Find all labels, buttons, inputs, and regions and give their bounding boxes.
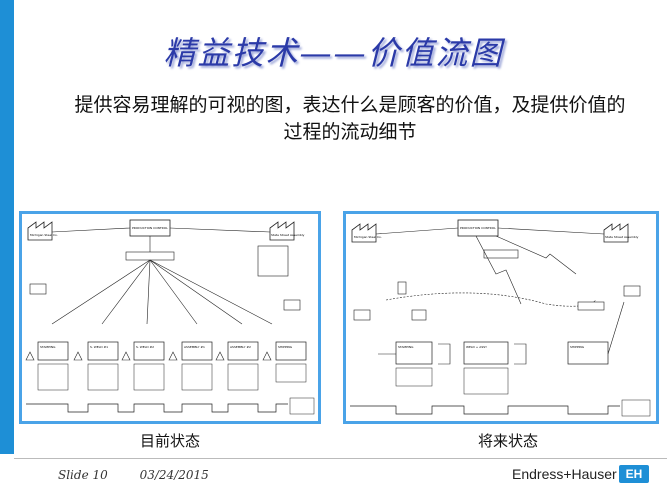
slide-subtitle: 提供容易理解的可视的图，表达什么是顾客的价值，及提供价值的过程的流动细节	[74, 94, 626, 143]
current-state-caption: 目前状态	[139, 432, 200, 450]
footer-divider	[14, 458, 667, 459]
future-state-map: Michigan Steel Co. PRODUCTION CONTROL St…	[343, 211, 659, 424]
supplier-label: Michigan Steel Co.	[354, 235, 382, 239]
production-control-label: PRODUCTION CONTROL	[132, 226, 168, 230]
footer-info: Slide 10 03/24/2015	[58, 468, 237, 482]
process-label: SHIPPING	[570, 345, 585, 349]
process-label: ASSEMBLY #2	[230, 345, 251, 349]
leveling-box-icon	[577, 301, 605, 311]
current-state-map: Michigan Steel Co. PRODUCTION CONTROL St…	[19, 211, 321, 424]
process-label: ASSEMBLY #1	[184, 345, 205, 349]
process-label: SHIPPING	[278, 345, 293, 349]
timeline	[26, 403, 288, 413]
truck-icon	[29, 283, 47, 295]
customer-factory-icon: State Street Assembly	[269, 221, 305, 241]
customer-label: State Street Assembly	[605, 235, 639, 239]
slide-number: Slide 10	[58, 468, 108, 482]
truck-icon	[623, 285, 641, 297]
future-process-row: STAMPING WELD + ASSY SHIPPING	[395, 341, 609, 365]
kanban-post-icon	[397, 281, 407, 295]
brand-name: Endress+Hauser	[512, 466, 617, 482]
process-label: S. WELD #2	[136, 345, 154, 349]
slide-date: 03/24/2015	[139, 468, 209, 482]
production-control-box: PRODUCTION CONTROL	[129, 219, 171, 237]
production-control-label: PRODUCTION CONTROL	[460, 226, 496, 230]
left-accent-bar	[0, 0, 14, 454]
current-process-row: STAMPING S. WELD #1 S. WELD #2 ASSEMBLY …	[37, 341, 307, 361]
process-label: S. WELD #1	[90, 345, 108, 349]
supermarket-icon	[411, 309, 427, 321]
truck-icon	[353, 309, 371, 321]
future-state-diagram: Michigan Steel Co. PRODUCTION CONTROL St…	[350, 219, 651, 417]
supplier-factory-icon: Michigan Steel Co.	[27, 221, 58, 241]
process-label: STAMPING	[398, 345, 414, 349]
process-label: WELD + ASSY	[466, 345, 487, 349]
customer-factory-icon: State Street Assembly	[603, 223, 639, 243]
truck-icon	[283, 299, 301, 311]
customer-label: State Street Assembly	[271, 233, 305, 237]
supplier-label: Michigan Steel Co.	[30, 233, 58, 237]
future-state-caption: 将来状态	[477, 432, 538, 450]
supplier-factory-icon: Michigan Steel Co.	[351, 223, 382, 243]
timeline	[350, 405, 620, 415]
slide-title: 精益技术——价值流图	[163, 34, 504, 72]
process-label: STAMPING	[40, 345, 56, 349]
current-state-diagram: Michigan Steel Co. PRODUCTION CONTROL St…	[25, 219, 315, 415]
production-control-box: PRODUCTION CONTROL	[457, 219, 499, 237]
brand-logo-icon: EH	[619, 465, 649, 483]
